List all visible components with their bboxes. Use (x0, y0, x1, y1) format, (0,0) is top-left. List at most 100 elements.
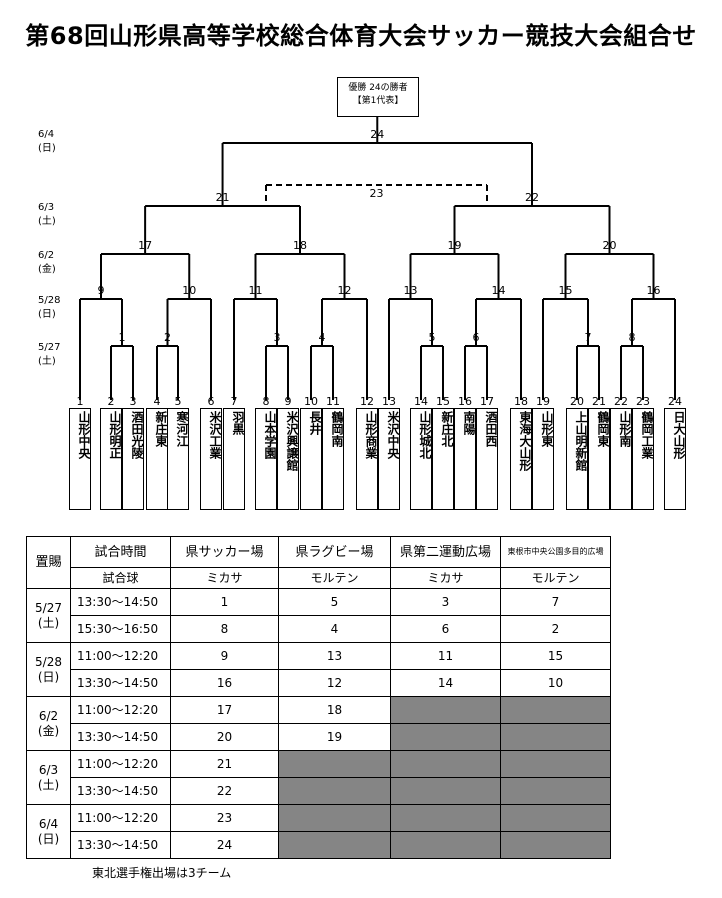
match-number-cell: 22 (170, 777, 279, 805)
unused-slot (500, 804, 611, 832)
schedule-table: 置賜試合時間県サッカー場県ラグビー場県第二運動広場東根市中央公園多目的広場試合球… (26, 536, 611, 859)
field-header: 東根市中央公園多目的広場 (500, 536, 611, 568)
team-number: 11 (326, 395, 340, 408)
field-header: 県ラグビー場 (278, 536, 391, 568)
schedule-date-dow: (日) (37, 669, 60, 684)
team-name: 羽黒 (231, 411, 245, 435)
team-box: 長井 (300, 408, 322, 510)
team-box: 山形東 (532, 408, 554, 510)
venue-header: 置賜 (26, 536, 71, 589)
team-name: 寒河江 (175, 411, 189, 447)
team-number: 14 (414, 395, 428, 408)
team-box: 日大山形 (664, 408, 686, 510)
team-box: 米沢中央 (378, 408, 400, 510)
unused-slot (278, 804, 391, 832)
team-name: 米沢中央 (386, 411, 400, 459)
team-number: 15 (436, 395, 450, 408)
team-number: 4 (154, 395, 161, 408)
team-name: 米沢工業 (208, 411, 222, 459)
team-name: 鶴岡東 (596, 411, 610, 447)
team-name: 東海大山形 (518, 411, 532, 471)
unused-slot (500, 750, 611, 778)
team-name: 長井 (308, 411, 322, 435)
team-box: 山形中央 (69, 408, 91, 510)
team-box: 山形南 (610, 408, 632, 510)
team-name: 山本学園 (263, 411, 277, 459)
team-number: 6 (208, 395, 215, 408)
winner-seed-label: 【第1代表】 (352, 96, 404, 106)
unused-slot (500, 696, 611, 724)
round-day: (金) (38, 262, 56, 275)
team-number: 7 (231, 395, 238, 408)
unused-slot (278, 831, 391, 859)
team-name: 酒田光陵 (130, 411, 144, 459)
ball-brand: ミカサ (390, 567, 501, 589)
team-box: 山本学園 (255, 408, 277, 510)
match-number-cell: 16 (170, 669, 279, 697)
team-box: 鶴岡南 (322, 408, 344, 510)
schedule-date-md: 5/27 (35, 600, 62, 615)
team-box: 東海大山形 (510, 408, 532, 510)
schedule-date: 5/28(日) (26, 642, 71, 697)
team-number: 23 (636, 395, 650, 408)
schedule-date: 6/3(土) (26, 750, 71, 805)
match-number-cell: 1 (170, 588, 279, 616)
team-box: 酒田西 (476, 408, 498, 510)
match-number-cell: 4 (278, 615, 391, 643)
team-box: 酒田光陵 (122, 408, 144, 510)
team-number: 1 (77, 395, 84, 408)
team-number: 18 (514, 395, 528, 408)
unused-slot (278, 750, 391, 778)
schedule-time: 11:00～12:20 (70, 804, 171, 832)
unused-slot (390, 723, 501, 751)
schedule-date-md: 5/28 (35, 654, 62, 669)
team-box: 山形商業 (356, 408, 378, 510)
schedule-date: 5/27(土) (26, 588, 71, 643)
team-number: 10 (304, 395, 318, 408)
team-number: 16 (458, 395, 472, 408)
match-number-cell: 17 (170, 696, 279, 724)
team-box: 新庄北 (432, 408, 454, 510)
unused-slot (500, 723, 611, 751)
unused-slot (390, 750, 501, 778)
schedule-date-dow: (日) (37, 831, 60, 846)
team-name: 新庄東 (154, 411, 168, 447)
team-name: 山形明正 (108, 411, 122, 459)
ball-brand: モルテン (278, 567, 391, 589)
ball-header: 試合球 (70, 567, 171, 589)
time-header: 試合時間 (70, 536, 171, 568)
match-number-cell: 24 (170, 831, 279, 859)
schedule-date: 6/4(日) (26, 804, 71, 859)
unused-slot (500, 777, 611, 805)
match-number-cell: 21 (170, 750, 279, 778)
match-number-cell: 9 (170, 642, 279, 670)
team-box: 米沢興譲館 (277, 408, 299, 510)
team-name: 鶴岡工業 (640, 411, 654, 459)
team-number: 19 (536, 395, 550, 408)
team-name: 鶴岡南 (330, 411, 344, 447)
team-box: 鶴岡工業 (632, 408, 654, 510)
match-number-cell: 6 (390, 615, 501, 643)
round-day: (日) (38, 309, 56, 320)
schedule-time: 13:30～14:50 (70, 669, 171, 697)
team-number: 2 (108, 395, 115, 408)
match-number-cell: 10 (500, 669, 611, 697)
match-number-cell: 15 (500, 642, 611, 670)
unused-slot (390, 804, 501, 832)
match-number-cell: 13 (278, 642, 391, 670)
winner-box: 優勝 24の勝者 【第1代表】 (337, 77, 419, 117)
team-number: 22 (614, 395, 628, 408)
schedule-time: 11:00～12:20 (70, 750, 171, 778)
team-number: 17 (480, 395, 494, 408)
match-number-cell: 11 (390, 642, 501, 670)
schedule-date-dow: (金) (37, 723, 60, 738)
team-box: 山形城北 (410, 408, 432, 510)
team-name: 山形南 (618, 411, 632, 447)
footnote: 東北選手権出場は3チーム (92, 866, 232, 880)
match-number-cell: 5 (278, 588, 391, 616)
unused-slot (500, 831, 611, 859)
